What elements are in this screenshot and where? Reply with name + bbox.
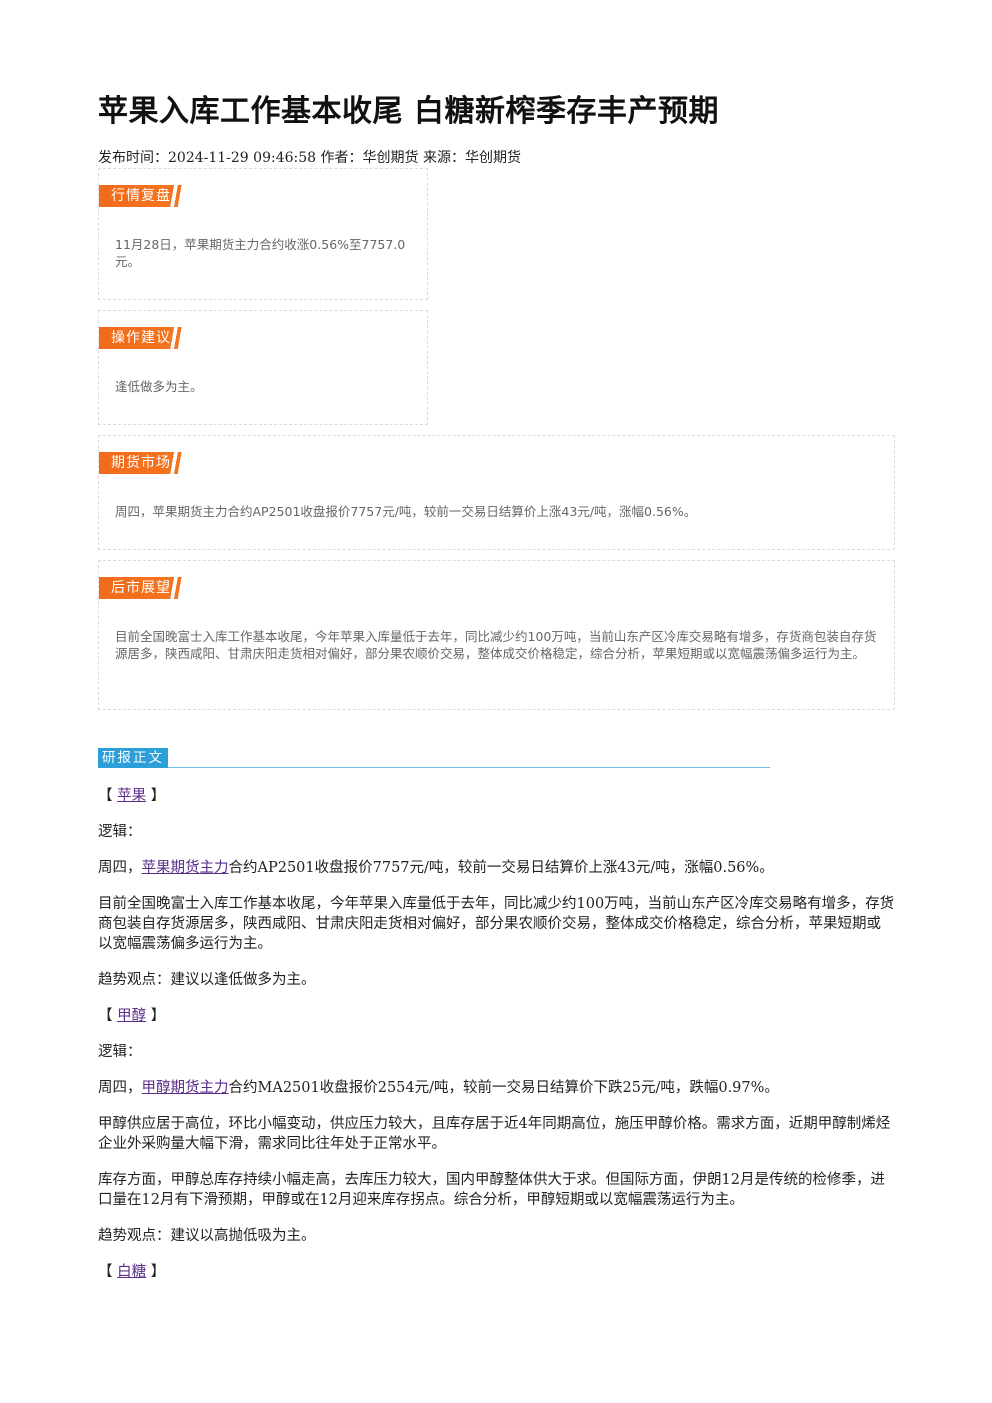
apple-paragraph-1: 周四，苹果期货主力合约AP2501收盘报价7757元/吨，较前一交易日结算价上涨…: [98, 860, 774, 876]
apple-paragraph-2: 目前全国晚富士入库工作基本收尾，今年苹果入库量低于去年，同比减少约100万吨，当…: [98, 896, 895, 952]
methanol-paragraph-2: 甲醇供应居于高位，环比小幅变动，供应压力较大，且库存居于近4年同期高位，施压甲醇…: [98, 1116, 891, 1152]
methanol-paragraph-3: 库存方面，甲醇总库存持续小幅走高，去库压力较大，国内甲醇整体供大于求。但国际方面…: [98, 1172, 885, 1208]
card-text: 周四，苹果期货主力合约AP2501收盘报价7757元/吨，较前一交易日结算价上涨…: [115, 504, 697, 519]
card-tag: 期货市场: [99, 452, 189, 474]
sugar-link[interactable]: 白糖: [117, 1264, 147, 1280]
card-operation-advice: 操作建议 逢低做多为主。: [98, 310, 428, 425]
apple-heading: 【 苹果 】: [98, 788, 166, 804]
card-tag: 操作建议: [99, 327, 189, 349]
apple-link[interactable]: 苹果: [117, 788, 147, 804]
apple-futures-link[interactable]: 苹果期货主力: [141, 860, 229, 876]
methanol-futures-link[interactable]: 甲醇期货主力: [141, 1080, 229, 1096]
methanol-heading: 【 甲醇 】: [98, 1008, 166, 1024]
section-tag: 研报正文: [98, 748, 168, 768]
methanol-view: 趋势观点：建议以高抛低吸为主。: [98, 1228, 316, 1244]
section-divider: [98, 767, 770, 768]
apple-logic-label: 逻辑：: [98, 824, 142, 840]
methanol-link[interactable]: 甲醇: [117, 1008, 147, 1024]
methanol-paragraph-1: 周四，甲醇期货主力合约MA2501收盘报价2554元/吨，较前一交易日结算价下跌…: [98, 1080, 779, 1096]
card-text: 逢低做多为主。: [115, 379, 203, 394]
methanol-logic-label: 逻辑：: [98, 1044, 142, 1060]
report-section-header: 研报正文: [98, 748, 770, 770]
card-futures-market: 期货市场 周四，苹果期货主力合约AP2501收盘报价7757元/吨，较前一交易日…: [98, 435, 895, 550]
card-market-outlook: 后市展望 目前全国晚富士入库工作基本收尾，今年苹果入库量低于去年，同比减少约10…: [98, 560, 895, 710]
card-tag: 后市展望: [99, 577, 189, 599]
card-text: 目前全国晚富士入库工作基本收尾，今年苹果入库量低于去年，同比减少约100万吨，当…: [115, 629, 877, 661]
article-meta: 发布时间：2024-11-29 09:46:58 作者：华创期货 来源：华创期货: [98, 150, 521, 166]
sugar-heading: 【 白糖 】: [98, 1264, 166, 1280]
apple-view: 趋势观点：建议以逢低做多为主。: [98, 972, 316, 988]
card-market-review: 行情复盘 11月28日，苹果期货主力合约收涨0.56%至7757.0元。: [98, 168, 428, 300]
card-tag: 行情复盘: [99, 185, 189, 207]
page-title: 苹果入库工作基本收尾 白糖新榨季存丰产预期: [98, 94, 719, 129]
card-text: 11月28日，苹果期货主力合约收涨0.56%至7757.0元。: [115, 237, 406, 269]
